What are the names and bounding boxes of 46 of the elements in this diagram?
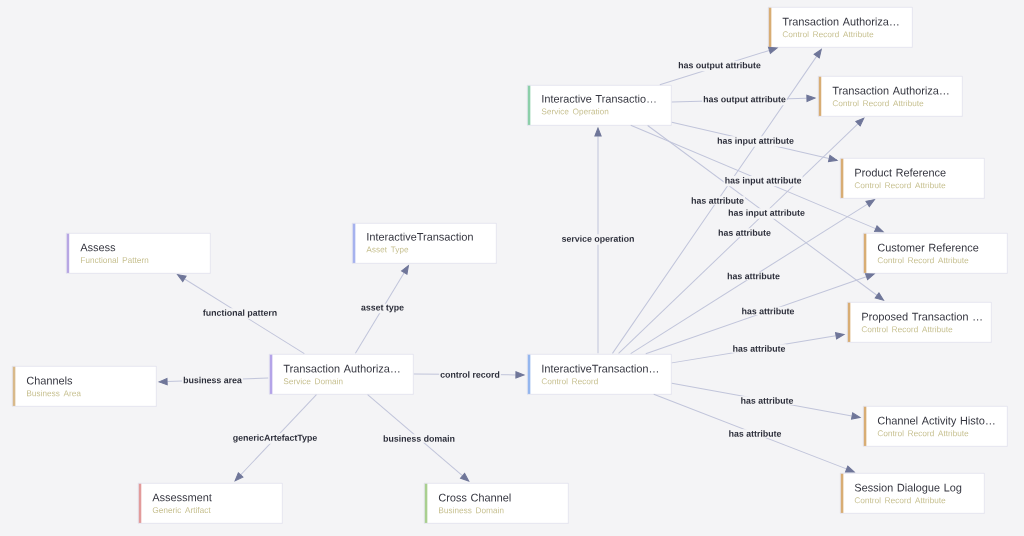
entity-card: Channel Activity Histo… Control Record Attribute bbox=[863, 406, 1008, 447]
arrow bbox=[234, 394, 317, 482]
edge-label: asset type bbox=[359, 303, 406, 314]
edge-label: has input attribute bbox=[716, 136, 795, 147]
entity-card: InteractiveTransaction Asset Type bbox=[352, 223, 497, 264]
arrow bbox=[594, 127, 602, 354]
arrow bbox=[354, 265, 409, 354]
entity-card: Channels Business Area bbox=[12, 366, 157, 407]
entity-card: Transaction Authoriza… Service Domain bbox=[269, 354, 414, 395]
edge-label: has input attribute bbox=[723, 176, 803, 187]
edge-label: has attribute bbox=[727, 429, 783, 438]
entity-card: Product Reference Control Record Attribute bbox=[840, 158, 985, 199]
edge-label: has attribute bbox=[717, 228, 772, 237]
arrow bbox=[367, 394, 470, 482]
entity-card: Assessment Generic Artifact bbox=[138, 483, 283, 524]
entity-card: Transaction Authoriza… Control Record Attribute bbox=[768, 7, 913, 48]
edge-label: service operation bbox=[560, 234, 636, 245]
edge-label: business area bbox=[182, 375, 243, 385]
entity-card: InteractiveTransaction… Control Record bbox=[527, 354, 672, 395]
arrow bbox=[647, 125, 885, 301]
arrow bbox=[645, 273, 875, 355]
edge-label: has output attribute bbox=[677, 60, 762, 72]
edge-label: business domain bbox=[382, 434, 456, 443]
arrow bbox=[653, 393, 855, 473]
edge-label: functional pattern bbox=[201, 308, 279, 319]
arrow bbox=[611, 49, 822, 354]
edge-label: has attribute bbox=[731, 344, 787, 353]
edge-label: has attribute bbox=[690, 196, 745, 205]
edge-label: control record bbox=[439, 370, 501, 379]
entity-card: Customer Reference Control Record Attribute bbox=[863, 233, 1008, 274]
edge-label: has attribute bbox=[726, 271, 781, 281]
entity-card: Interactive Transactio… Service Operation bbox=[527, 85, 672, 126]
edge-label: genericArtefactType bbox=[231, 433, 319, 444]
edge-label: has output attribute bbox=[702, 94, 787, 106]
arrow bbox=[177, 274, 305, 355]
arrow bbox=[618, 117, 865, 354]
entity-card: Assess Functional Pattern bbox=[66, 233, 211, 274]
entity-card: Proposed Transaction … Control Record Attribute bbox=[847, 302, 992, 343]
entity-card: Cross Channel Business Domain bbox=[424, 483, 569, 524]
edge-label: has attribute bbox=[740, 306, 796, 316]
arrow bbox=[630, 199, 875, 355]
edge-label: has input attribute bbox=[727, 208, 806, 219]
edge-label: has attribute bbox=[739, 396, 795, 405]
entity-card: Transaction Authoriza… Control Record Attribute bbox=[818, 76, 963, 117]
arrow bbox=[630, 124, 884, 233]
entity-card: Session Dialogue Log Control Record Attribute bbox=[840, 473, 985, 514]
